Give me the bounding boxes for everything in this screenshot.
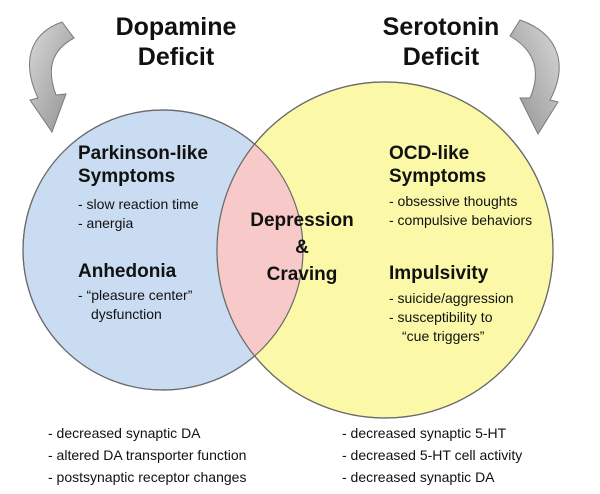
serotonin-circle-outline [216,81,554,419]
list-item: - decreased 5-HT cell activity [342,447,523,463]
serotonin-causes-list: - decreased synaptic 5-HT - decreased 5-… [342,422,522,488]
list-item: - decreased synaptic 5-HT [342,425,507,441]
list-item-continuation: dysfunction [91,306,162,322]
curved-arrow-left-icon [29,21,75,134]
anhedonia-heading: Anhedonia [78,261,177,282]
list-item: - decreased synaptic DA [342,469,495,485]
ocd-like-heading: OCD-like Symptoms [389,143,487,187]
list-item: - altered DA transporter function [48,447,247,463]
list-item: - anergia [78,215,134,231]
parkinson-like-list: - slow reaction time - anergia [78,195,199,233]
list-item: - “pleasure center” [78,287,193,303]
list-item-continuation: “cue triggers” [402,328,485,344]
dopamine-causes-list: - decreased synaptic DA - altered DA tra… [48,422,246,488]
list-item: - suicide/aggression [389,290,514,306]
serotonin-deficit-title: Serotonin Deficit [382,13,500,71]
list-item: - compulsive behaviors [389,212,533,228]
list-item: - decreased synaptic DA [48,425,201,441]
dopamine-deficit-title: Dopamine Deficit [115,13,237,71]
impulsivity-heading: Impulsivity [389,263,489,284]
anhedonia-list: - “pleasure center” dysfunction [78,286,192,324]
curved-arrow-right-icon [509,19,560,136]
ocd-like-list: - obsessive thoughts - compulsive behavi… [389,192,532,230]
list-item: - slow reaction time [78,196,199,212]
dopamine-circle-outline [22,109,304,391]
parkinson-like-heading: Parkinson-like Symptoms [78,143,208,187]
depression-craving-label: Depression & Craving [250,210,354,285]
list-item: - obsessive thoughts [389,193,518,209]
list-item: - susceptibility to [389,309,493,325]
list-item: - postsynaptic receptor changes [48,469,247,485]
impulsivity-list: - suicide/aggression - susceptibility to… [389,289,514,346]
